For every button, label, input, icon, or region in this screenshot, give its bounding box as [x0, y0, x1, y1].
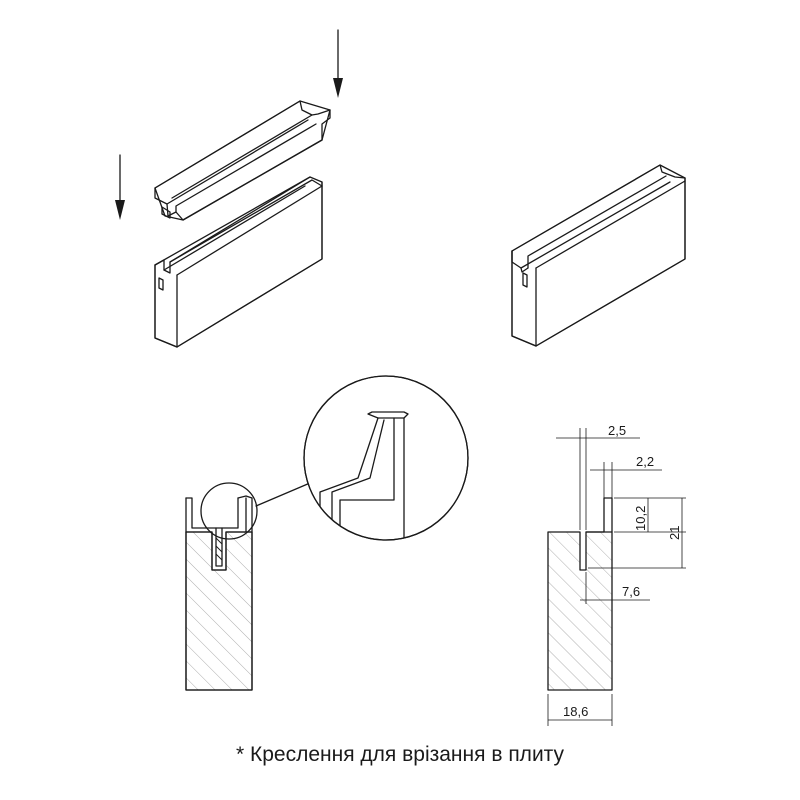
dim-groove-depth: 10,2 — [614, 497, 686, 533]
dim-label-offset: 7,6 — [622, 584, 640, 599]
dim-wall: 2,2 — [590, 454, 662, 498]
cross-section-left — [185, 482, 311, 691]
panel-with-groove — [154, 176, 323, 348]
insert-arrow-left — [115, 154, 125, 220]
exploded-view — [115, 29, 343, 348]
dim-label-gap-top: 2,5 — [608, 423, 626, 438]
dim-label-groove-depth: 10,2 — [633, 506, 648, 531]
assembled-view — [511, 164, 686, 347]
dim-label-panel-width: 18,6 — [563, 704, 588, 719]
dim-offset: 7,6 — [580, 572, 650, 604]
dim-label-total-height: 21 — [667, 526, 682, 540]
dim-total-height: 21 — [588, 498, 686, 569]
drawing-caption: * Креслення для врізання в плиту — [235, 743, 565, 766]
handle-profile — [154, 100, 331, 221]
dim-label-wall: 2,2 — [636, 454, 654, 469]
dim-panel-width: 18,6 — [547, 694, 613, 726]
dim-gap-top: 2,5 — [556, 423, 640, 530]
dimensioned-section: 2,5 2,2 10,2 21 7,6 — [547, 423, 686, 726]
insert-arrow-right — [333, 29, 343, 98]
detail-magnified — [303, 375, 469, 541]
detail-marker — [200, 482, 258, 540]
